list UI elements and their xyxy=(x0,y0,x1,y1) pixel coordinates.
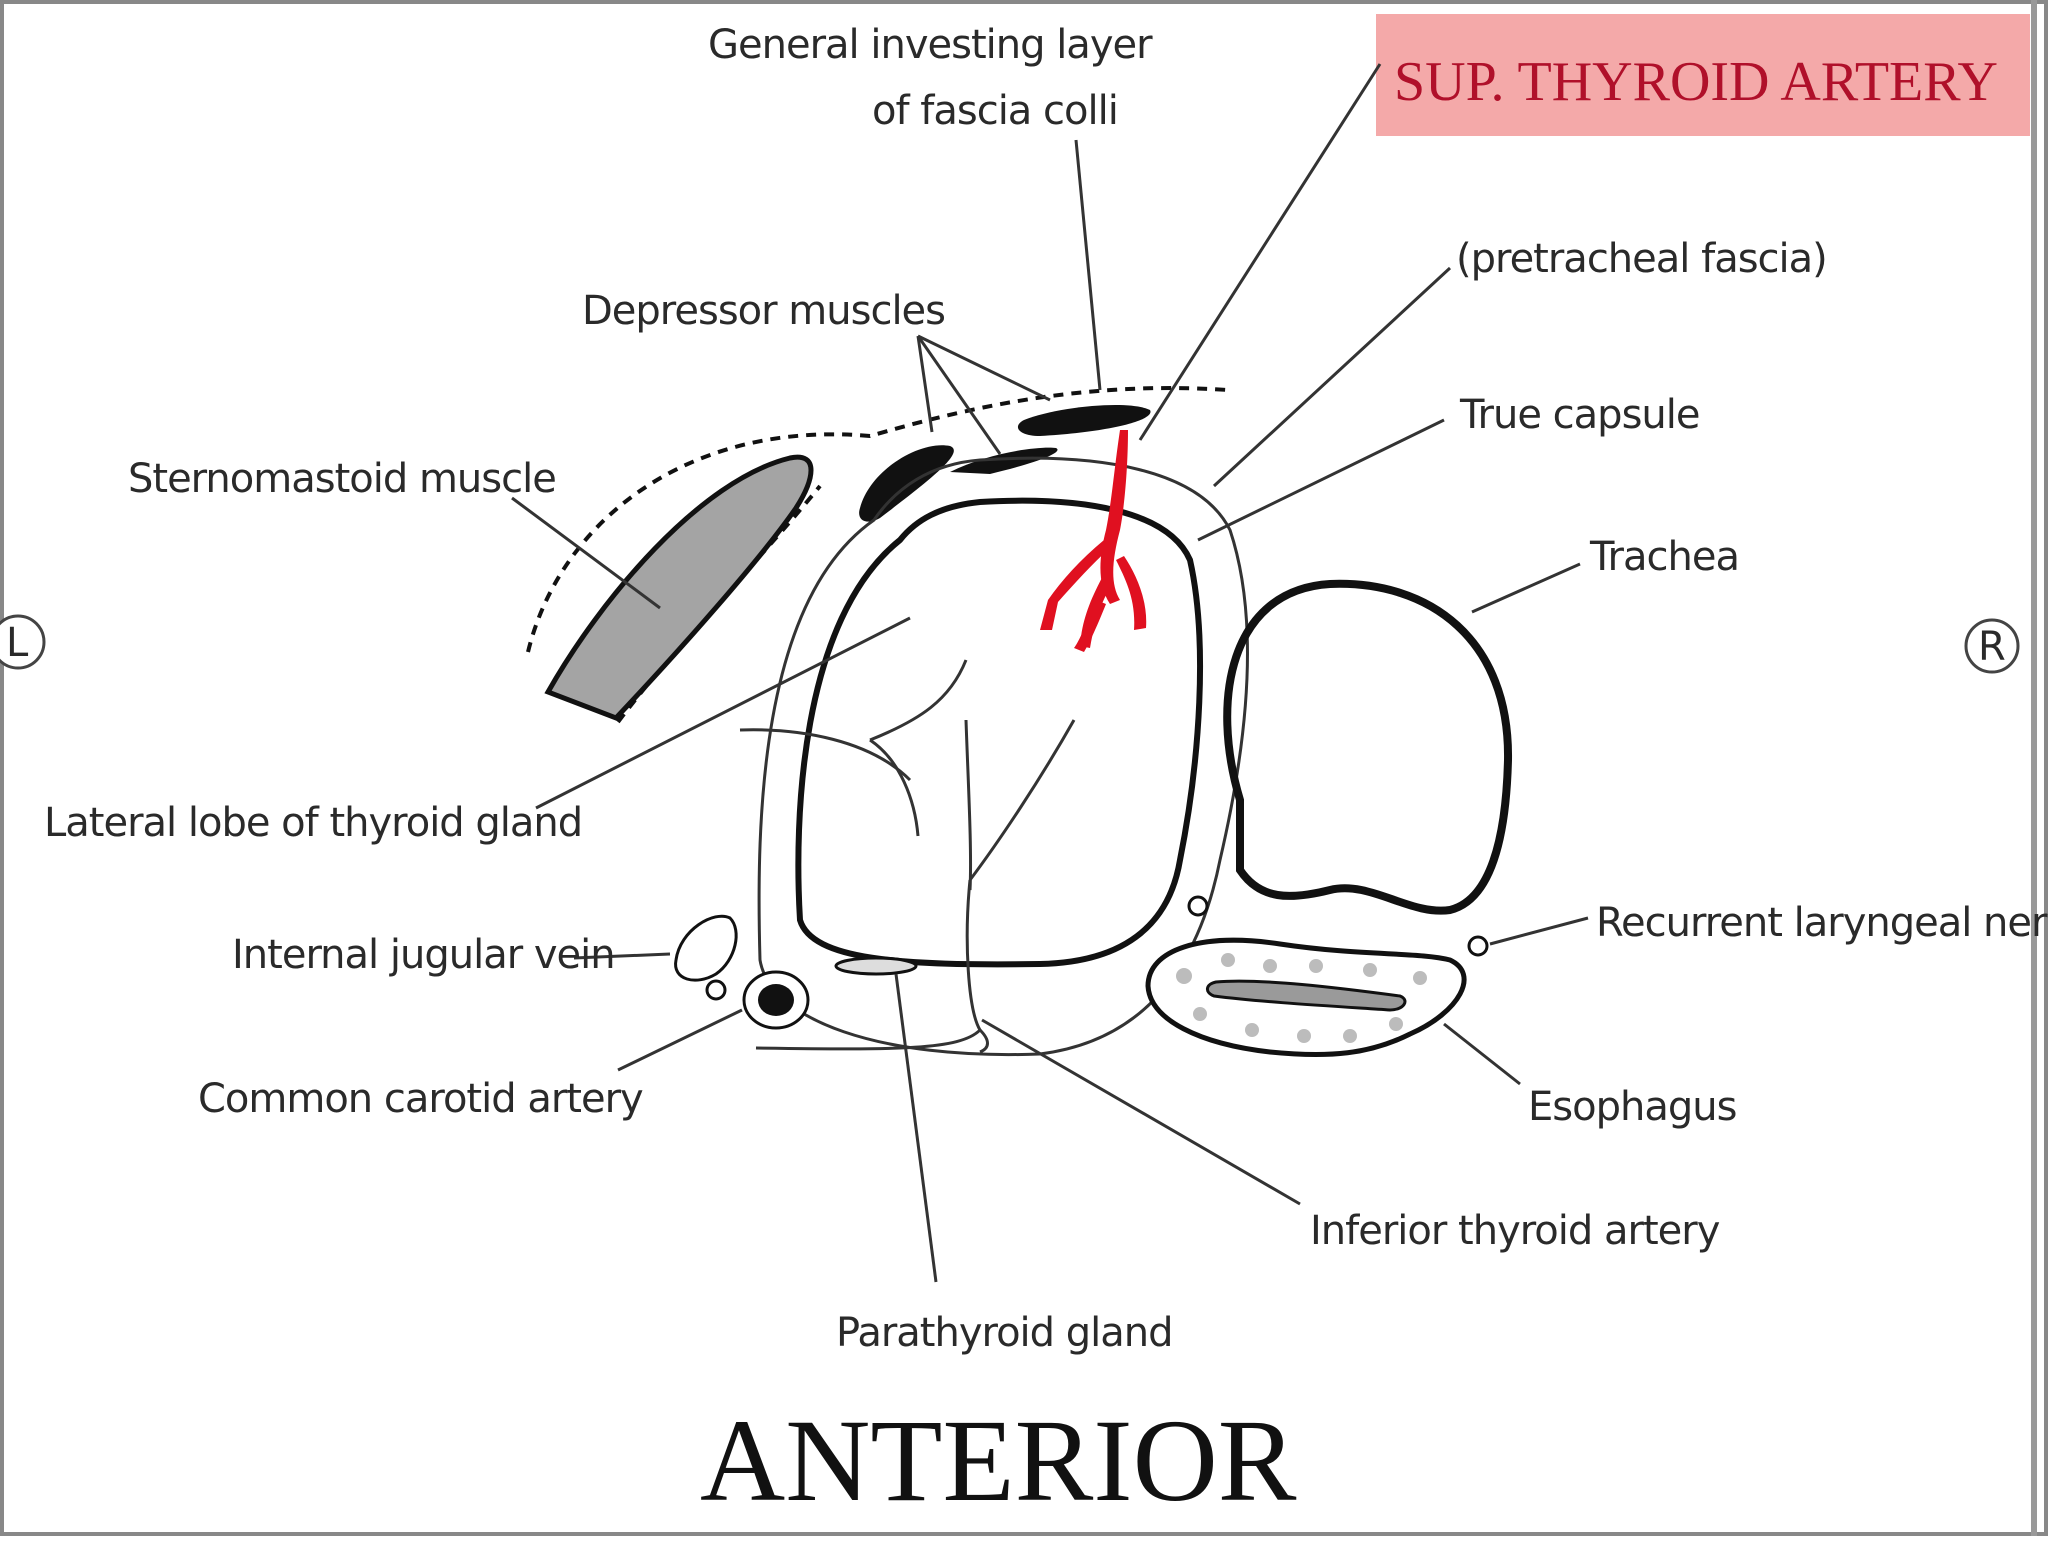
esophagus-dot xyxy=(1363,963,1377,977)
parathyroid-gland-leader xyxy=(894,973,938,1283)
vagus-nerve-dot xyxy=(705,979,727,1001)
true-capsule-outline xyxy=(795,497,1204,968)
esophagus-dot xyxy=(1413,971,1427,985)
right-marker-circle xyxy=(1964,618,2020,674)
left-marker-label: L xyxy=(6,620,29,666)
parathyroid-gland-shape xyxy=(834,956,918,976)
sup-thyroid-artery-leader xyxy=(1138,63,1382,441)
esophagus-dot xyxy=(1245,1023,1259,1037)
pretracheal-fascia-label: (pretracheal fascia) xyxy=(1456,236,1827,282)
pretracheal-fascia-outline xyxy=(757,456,1249,1057)
investing-fascia-dashed-line xyxy=(526,386,1229,653)
internal-jugular-vein-leader xyxy=(573,952,671,960)
true-capsule-leader xyxy=(1197,418,1445,542)
esophagus-dot xyxy=(1389,1017,1403,1031)
recurrent-laryngeal-nerve-leader xyxy=(1489,916,1589,946)
depressor-muscle-3 xyxy=(1017,405,1151,436)
common-carotid-artery-label: Common carotid artery xyxy=(198,1076,643,1122)
anterior-orientation-label: ANTERIOR xyxy=(700,1395,1297,1526)
sup-thyroid-artery-label: SUP. THYROID ARTERY xyxy=(1394,51,1998,113)
inferior-thyroid-artery-branch-2 xyxy=(869,738,920,837)
inferior-thyroid-artery-branch-3 xyxy=(869,659,968,742)
esophagus-dot xyxy=(1221,953,1235,967)
general-investing-label-line2: of fascia colli xyxy=(872,88,1118,134)
sup-thyroid-artery-branch-left xyxy=(1040,540,1110,630)
esophagus-dot xyxy=(1343,1029,1357,1043)
left-marker-circle xyxy=(0,614,46,670)
inferior-thyroid-artery-leader xyxy=(981,1018,1301,1206)
esophagus-dot xyxy=(1309,959,1323,973)
recurrent-laryngeal-nerve-label: Recurrent laryngeal nerve xyxy=(1596,900,2048,946)
depressor-muscles-label: Depressor muscles xyxy=(582,288,945,334)
right-orientation-marker: R xyxy=(1964,618,2020,674)
sup-thyroid-artery-branch-right xyxy=(1116,556,1147,630)
common-carotid-artery-lumen xyxy=(758,984,794,1016)
inferior-thyroid-artery-label: Inferior thyroid artery xyxy=(1310,1208,1720,1254)
general-investing-label-line1: General investing layer xyxy=(708,22,1153,68)
sternomastoid-leader xyxy=(511,496,661,610)
true-capsule-label: True capsule xyxy=(1459,392,1699,438)
depressor-muscle-1 xyxy=(859,445,954,522)
esophagus-leader xyxy=(1443,1022,1521,1086)
inferior-thyroid-artery-branch-5 xyxy=(968,719,1076,881)
lateral-lobe-leader xyxy=(535,616,911,810)
trachea-label: Trachea xyxy=(1589,534,1739,580)
esophagus-dot xyxy=(1176,968,1192,984)
recurrent-laryngeal-nerve-right-dot xyxy=(1467,935,1489,957)
trachea-ring xyxy=(1223,579,1513,915)
sternomastoid-muscle-shape xyxy=(544,454,814,721)
esophagus-lumen xyxy=(1206,979,1407,1012)
sup-thyroid-artery-trunk xyxy=(1100,430,1128,604)
parathyroid-gland-label: Parathyroid gland xyxy=(836,1310,1173,1356)
depressor-leader-3 xyxy=(917,334,1051,402)
right-marker-label: R xyxy=(1978,624,2006,670)
depressor-leader-2 xyxy=(916,335,1002,455)
common-carotid-leader xyxy=(617,1008,743,1072)
sternomastoid-muscle-label: Sternomastoid muscle xyxy=(128,456,556,502)
esophagus-dot xyxy=(1263,959,1277,973)
left-orientation-marker: L xyxy=(0,614,46,670)
inferior-thyroid-artery-trunk xyxy=(755,879,982,1051)
esophagus-wall-dots xyxy=(1176,953,1427,1043)
internal-jugular-vein-shape xyxy=(674,914,738,982)
superior-thyroid-artery xyxy=(1040,430,1147,652)
sup-thyroid-artery-branch-lower xyxy=(1074,600,1106,652)
depressor-leader-1 xyxy=(916,335,934,433)
pretracheal-fascia-leader xyxy=(1212,266,1452,488)
depressor-muscle-2 xyxy=(950,447,1058,474)
inferior-thyroid-artery-branch-4 xyxy=(964,719,973,891)
esophagus-dot xyxy=(1297,1029,1311,1043)
trachea-leader xyxy=(1471,562,1581,614)
internal-jugular-vein-label: Internal jugular vein xyxy=(232,932,615,978)
recurrent-laryngeal-nerve-left-dot xyxy=(1187,895,1209,917)
inferior-thyroid-artery-tip xyxy=(978,1028,989,1054)
sup-thyroid-artery-highlight-box xyxy=(1376,14,2030,136)
esophagus-dot xyxy=(1193,1007,1207,1021)
lateral-lobe-label: Lateral lobe of thyroid gland xyxy=(44,800,582,846)
esophagus-label: Esophagus xyxy=(1528,1084,1736,1130)
general-investing-leader xyxy=(1074,139,1102,391)
